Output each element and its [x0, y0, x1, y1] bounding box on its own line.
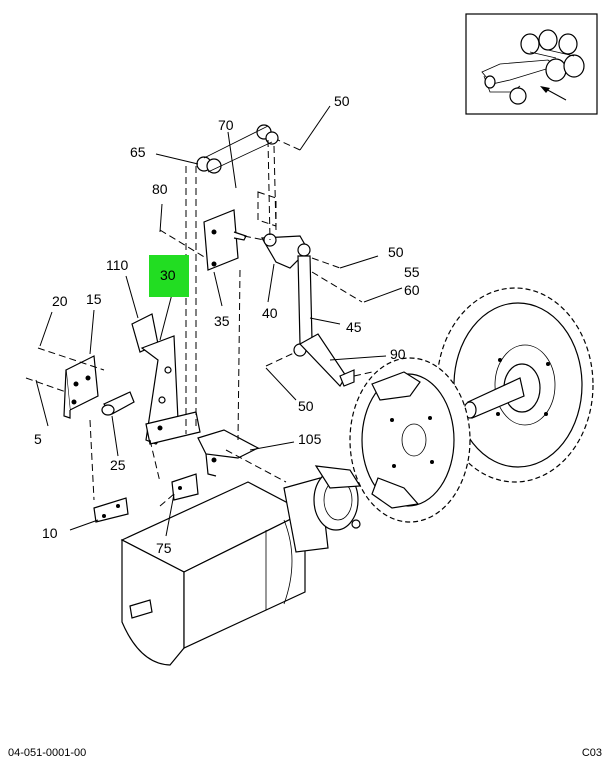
- callout-105: 105: [298, 431, 322, 447]
- callout-20: 20: [52, 293, 68, 309]
- callout-35: 35: [214, 313, 230, 329]
- callout-45: 45: [346, 319, 362, 335]
- plate-75: [171, 473, 199, 501]
- callout-50-bottom: 50: [298, 398, 314, 414]
- callout-70: 70: [218, 117, 234, 133]
- callout-labels: 5 10 15 20 25 30 35 40 45 50 50 50 55 60…: [34, 93, 420, 556]
- bracket-105: [197, 429, 260, 477]
- locator-arrow-icon: [540, 86, 550, 93]
- clip-25: [101, 391, 135, 416]
- callout-110: 110: [106, 257, 129, 273]
- callout-75: 75: [156, 540, 172, 556]
- bracket-15: [63, 355, 99, 419]
- locator-inset: [465, 13, 598, 115]
- brake-drum: [349, 357, 471, 523]
- callout-60: 60: [404, 282, 420, 298]
- callout-15: 15: [86, 291, 102, 307]
- motor-housing: [120, 465, 362, 666]
- callout-5: 5: [34, 431, 42, 447]
- callout-50-top: 50: [334, 93, 350, 109]
- callout-30: 30: [160, 267, 176, 283]
- pedal-lever-30: [131, 313, 201, 445]
- callout-10: 10: [42, 525, 58, 541]
- wheel-hub: [436, 287, 594, 483]
- clevis-65-70: [196, 124, 279, 174]
- callout-40: 40: [262, 305, 278, 321]
- plate-35: [203, 209, 247, 271]
- callout-55: 55: [404, 264, 420, 280]
- callout-30-highlight: [149, 255, 189, 297]
- drawing-number: 04-051-0001-00: [8, 747, 87, 759]
- callout-65: 65: [130, 144, 146, 160]
- leader-lines: [35, 105, 403, 537]
- link-40-45: [260, 233, 355, 387]
- callout-80: 80: [152, 181, 168, 197]
- plate-10: [93, 497, 129, 523]
- sheet-code: C03: [581, 747, 602, 759]
- callout-90: 90: [390, 346, 406, 362]
- callout-50-mid: 50: [388, 244, 404, 260]
- callout-25: 25: [110, 457, 126, 473]
- assembly-lines: [25, 139, 373, 507]
